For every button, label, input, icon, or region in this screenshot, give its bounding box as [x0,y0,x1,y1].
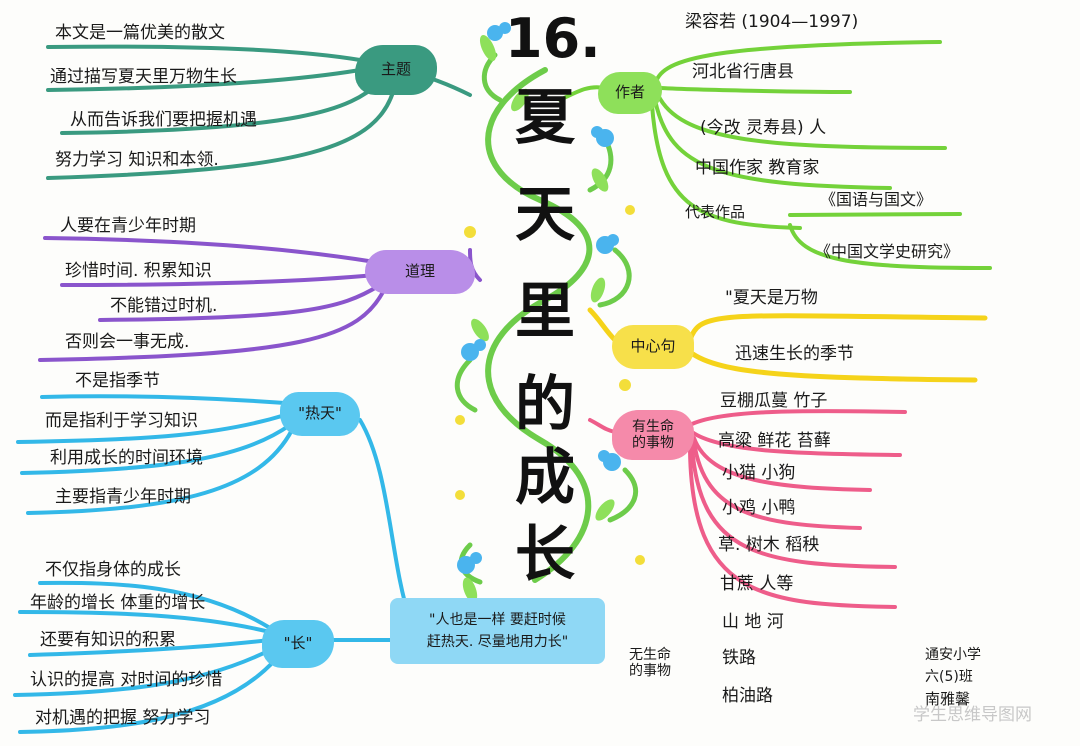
vine-flowers [457,22,621,574]
quote-line-2: 赶热天. 尽量地用力长" [426,634,569,650]
reason-item-3: 不能错过时机. [110,296,218,316]
living-branch-lines [588,409,907,609]
central-item-1: "夏天是万物 [725,288,818,308]
central-label: 中心句 [630,337,676,356]
nonliving-item-2: 铁路 [722,648,756,668]
central-item-2: 迅速生长的季节 [735,344,854,364]
title-char-2: 天 [515,180,575,250]
author-node: 作者 [598,72,662,114]
signature-class: 六(5)班 [925,669,973,685]
living-node: 有生命 的事物 [612,410,694,460]
author-label: 作者 [614,83,645,102]
living-item-2: 高粱 鲜花 苔藓 [718,431,831,451]
grow-item-3: 还要有知识的积累 [40,630,176,650]
nonliving-item-1: 山 地 河 [722,612,784,632]
grow-item-4: 认识的提高 对时间的珍惜 [30,670,223,690]
title-char-5: 成 [515,443,575,513]
hot-item-3: 利用成长的时间环境 [50,448,203,468]
title-char-4: 的 [515,370,575,440]
living-item-6: 甘蔗 人等 [720,574,794,594]
nonliving-label-line-1: 无生命 [629,646,671,663]
signature-name: 南雅馨 [925,690,971,708]
grow-label: "长" [283,634,313,653]
title-char-1: 夏 [515,83,575,153]
living-item-1: 豆棚瓜蔓 竹子 [720,391,828,411]
author-item-3: (今改 灵寿县) 人 [700,118,827,138]
author-item-1: 梁容若 (1904—1997) [685,12,859,32]
watermark: 学生思维导图网 [913,705,1032,725]
author-work-1: 《国语与国文》 [820,190,933,209]
grow-item-1: 不仅指身体的成长 [45,560,181,580]
theme-item-4: 努力学习 知识和本领. [55,150,219,170]
title-char-3: 里 [515,277,575,347]
living-label-line-1: 有生命 [632,418,674,435]
reason-branch-lines [38,236,482,362]
hot-node: "热天" [280,392,360,436]
author-branch-lines [558,40,992,270]
theme-item-1: 本文是一篇优美的散文 [55,23,225,43]
reason-item-1: 人要在青少年时期 [60,216,196,236]
reason-label: 道理 [404,262,435,281]
nonliving-item-3: 柏油路 [722,686,773,706]
living-item-3: 小猫 小狗 [722,463,796,483]
reason-item-4: 否则会一事无成. [65,332,190,352]
hot-branch-lines [16,394,412,622]
grow-node: "长" [262,620,334,668]
author-item-5: 代表作品 [685,203,746,221]
hot-item-1: 不是指季节 [75,371,160,391]
author-work-2: 《中国文学史研究》 [815,242,960,261]
quote-node: "人也是一样 要赶时候 赶热天. 尽量地用力长" [390,598,605,664]
theme-item-3: 从而告诉我们要把握机遇 [70,110,257,130]
hot-label: "热天" [298,404,342,423]
living-item-5: 草. 树木 稻秧 [718,535,820,555]
theme-item-2: 通过描写夏天里万物生长 [50,67,237,87]
grow-branch-lines [13,580,397,734]
theme-label: 主题 [380,60,411,79]
signature-school: 通安小学 [925,647,981,663]
central-node: 中心句 [612,325,694,369]
reason-item-2: 珍惜时间. 积累知识 [65,261,212,281]
hot-item-2: 而是指利于学习知识 [45,411,198,431]
hot-item-4: 主要指青少年时期 [55,487,191,507]
lesson-number: 16. [505,7,601,70]
nonliving-label-line-2: 的事物 [629,663,671,679]
living-item-4: 小鸡 小鸭 [722,498,796,518]
reason-node: 道理 [365,250,475,294]
grow-item-2: 年龄的增长 体重的增长 [30,593,206,613]
theme-node: 主题 [355,45,437,95]
title-char-6: 长 [515,520,575,590]
author-item-4: 中国作家 教育家 [695,158,820,178]
grow-item-5: 对机遇的把握 努力学习 [35,708,211,728]
author-item-2: 河北省行唐县 [692,62,794,82]
vine-leaves [462,35,615,603]
vine-dots [455,205,645,565]
nonliving-node: 无生命 的事物 [610,640,690,686]
living-label-line-2: 的事物 [632,435,674,451]
quote-line-1: "人也是一样 要赶时候 [429,611,566,628]
